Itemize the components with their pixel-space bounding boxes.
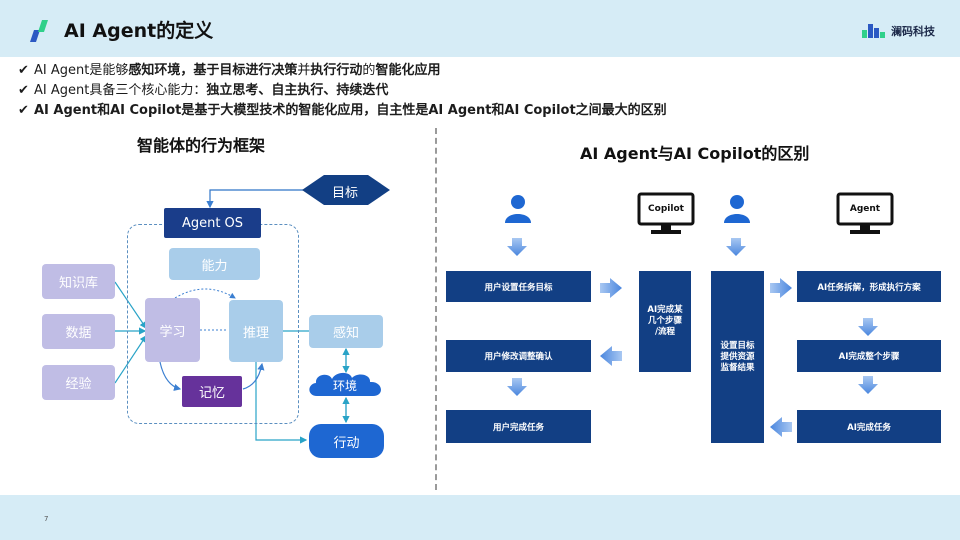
set-goal-box: 设置目标 提供资源 监督结果 xyxy=(711,271,764,443)
bullet-segment: 智能化应用 xyxy=(375,63,441,78)
ai-plan-box: AI任务拆解，形成执行方案 xyxy=(797,271,941,302)
bullet-segment: AI Agent具备三个核心能力： xyxy=(34,83,207,98)
check-icon: ✔ xyxy=(18,103,29,118)
definition-bullets: ✔ AI Agent是能够感知环境，基于目标进行决策并执行行动的智能化应用 ✔ AI… xyxy=(18,61,948,121)
set-goal-line: 设置目标 xyxy=(720,340,755,351)
ai-all-steps-box: AI完成整个步骤 xyxy=(797,340,941,372)
bullet-3: ✔ AI Agent和AI Copilot是基于大模型技术的智能化应用，自主性是A… xyxy=(18,101,948,121)
agent-label: Agent xyxy=(849,204,881,214)
ai-steps-box: AI完成某 几个步骤 /流程 xyxy=(639,271,691,372)
user-set-goal-box: 用户设置任务目标 xyxy=(446,271,591,302)
goal-diamond xyxy=(302,175,390,205)
user-icon xyxy=(505,195,531,223)
check-icon: ✔ xyxy=(18,83,29,98)
bullet-segment: 独立思考、自主执行、持续迭代 xyxy=(206,83,389,98)
agent-monitor-icon xyxy=(836,192,894,234)
experience-box: 经验 xyxy=(42,365,115,400)
memory-box: 记忆 xyxy=(182,376,242,407)
reasoning-box: 推理 xyxy=(229,300,283,362)
copilot-label: Copilot xyxy=(648,204,684,214)
data-box: 数据 xyxy=(42,314,115,349)
user-done-box: 用户完成任务 xyxy=(446,410,591,443)
bullet-2: ✔ AI Agent具备三个核心能力：独立思考、自主执行、持续迭代 xyxy=(18,81,948,101)
ai-steps-line: /流程 xyxy=(654,327,676,337)
copilot-monitor-icon xyxy=(637,192,695,234)
bullet-segment: 并 xyxy=(297,63,311,78)
logo-icon xyxy=(30,20,48,42)
bullet-segment: 的 xyxy=(362,63,376,78)
bullet-text: AI Agent和AI Copilot是基于大模型技术的智能化应用，自主性是AI… xyxy=(34,103,667,118)
ai-done-box: AI完成任务 xyxy=(797,410,941,443)
user-icon xyxy=(724,195,750,223)
bullet-1: ✔ AI Agent是能够感知环境，基于目标进行决策并执行行动的智能化应用 xyxy=(18,61,948,81)
bullet-text: AI Agent是能够感知环境，基于目标进行决策并执行行动的智能化应用 xyxy=(34,63,440,78)
bullet-segment: 决策 xyxy=(271,63,298,78)
bullet-segment: 执行行动 xyxy=(310,63,363,78)
check-icon: ✔ xyxy=(18,63,29,78)
user-modify-box: 用户修改调整确认 xyxy=(446,340,591,372)
page-title: AI Agent的定义 xyxy=(64,20,214,42)
bullet-segment: 感知环境 xyxy=(128,63,181,78)
bullet-segment: ，基于目标进行 xyxy=(180,63,272,78)
set-goal-line: 监督结果 xyxy=(720,362,755,373)
brand-name: 澜码科技 xyxy=(891,25,935,38)
brand: 澜码科技 xyxy=(862,22,935,40)
brand-logo-icon xyxy=(862,24,885,38)
bullet-segment: AI Agent是能够 xyxy=(34,63,129,78)
divider xyxy=(435,128,437,490)
action-box: 行动 xyxy=(309,424,384,458)
learning-box: 学习 xyxy=(145,298,200,362)
page-number: 7 xyxy=(44,515,49,523)
ai-steps-line: 几个步骤 xyxy=(647,316,682,326)
perception-box: 感知 xyxy=(309,315,383,348)
header-bar xyxy=(0,0,960,57)
footer-bar xyxy=(0,495,960,540)
environment-label: 环境 xyxy=(333,379,358,393)
bullet-text: AI Agent具备三个核心能力：独立思考、自主执行、持续迭代 xyxy=(34,83,388,98)
knowledge-box: 知识库 xyxy=(42,264,115,299)
left-section-title: 智能体的行为框架 xyxy=(137,136,266,155)
down-arrow-icon xyxy=(507,238,878,396)
ai-steps-line: AI完成某 xyxy=(647,305,683,315)
agent-os-box: Agent OS xyxy=(164,208,261,238)
ability-box: 能力 xyxy=(169,248,260,280)
right-section-title: AI Agent与AI Copilot的区别 xyxy=(580,144,810,163)
environment-cloud-icon xyxy=(309,372,381,396)
goal-label: 目标 xyxy=(332,186,359,201)
bullet-segment: AI Agent和AI Copilot是基于大模型技术的智能化应用，自主性是AI… xyxy=(34,103,667,118)
set-goal-line: 提供资源 xyxy=(720,351,755,362)
